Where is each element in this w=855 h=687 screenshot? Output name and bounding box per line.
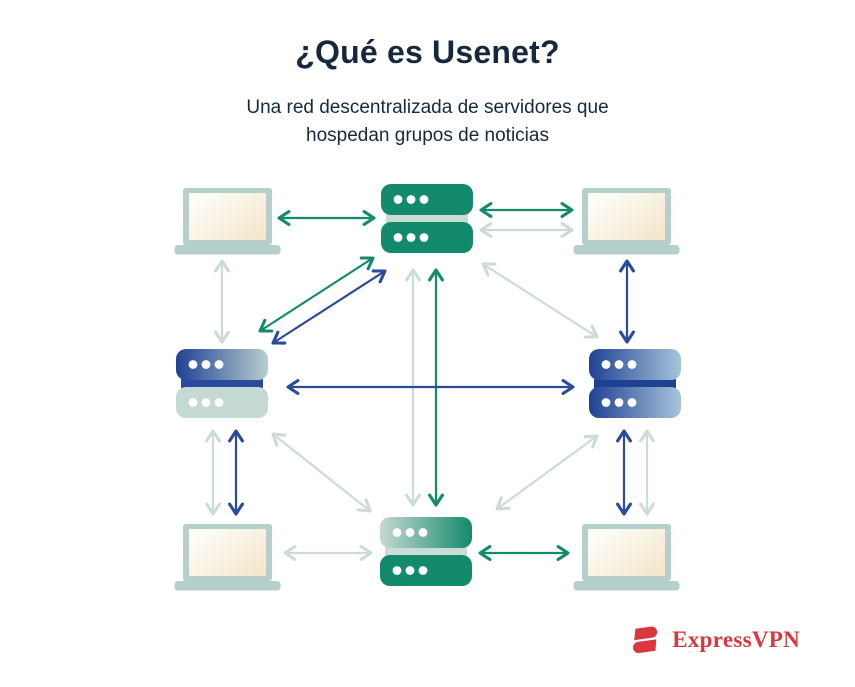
server-led-dot bbox=[214, 360, 224, 369]
server-led-dot bbox=[392, 528, 402, 537]
server-led-dot bbox=[188, 398, 198, 407]
server-bottom bbox=[380, 517, 472, 586]
server-led-dot bbox=[419, 195, 429, 204]
server-led-dot bbox=[214, 398, 224, 407]
server-divider bbox=[385, 546, 467, 557]
server-led-dot bbox=[405, 566, 415, 575]
server-led-dot bbox=[406, 233, 416, 242]
laptop-screen bbox=[189, 193, 266, 240]
server-led-dot bbox=[405, 528, 415, 537]
server-divider bbox=[594, 378, 676, 389]
laptop-screen bbox=[588, 529, 665, 576]
server-left bbox=[176, 349, 268, 418]
server-led-dot bbox=[201, 398, 211, 407]
laptop-screen bbox=[588, 193, 665, 240]
server-led-dot bbox=[188, 360, 198, 369]
server-led-dot bbox=[601, 360, 611, 369]
expressvpn-flag-icon bbox=[633, 626, 658, 654]
server-led-dot bbox=[627, 398, 637, 407]
arrow-server-left-server-top-green bbox=[258, 256, 375, 333]
laptop-top-right bbox=[573, 188, 680, 255]
arrow-server-left-server-top-blue bbox=[271, 269, 387, 345]
server-led-dot bbox=[393, 195, 403, 204]
laptop-top-left bbox=[174, 188, 281, 255]
server-top bbox=[381, 184, 473, 253]
server-led-dot bbox=[614, 398, 624, 407]
server-divider bbox=[386, 213, 468, 224]
arrow-server-left-server-bottom bbox=[271, 432, 372, 513]
laptop-base bbox=[573, 581, 680, 591]
server-led-dot bbox=[419, 233, 429, 242]
server-divider bbox=[181, 378, 263, 389]
laptop-screen bbox=[189, 529, 266, 576]
server-led-dot bbox=[418, 566, 428, 575]
laptop-base bbox=[573, 245, 680, 255]
page-title: ¿Qué es Usenet? bbox=[295, 34, 560, 70]
expressvpn-logo: ExpressVPN bbox=[627, 621, 800, 658]
server-led-dot bbox=[392, 566, 402, 575]
expressvpn-logo-text: ExpressVPN bbox=[672, 626, 800, 652]
server-led-dot bbox=[393, 233, 403, 242]
server-led-dot bbox=[406, 195, 416, 204]
arrow-server-top-server-right bbox=[481, 262, 599, 339]
page-subtitle: Una red descentralizada de servidores qu… bbox=[246, 97, 609, 146]
laptop-base bbox=[174, 245, 281, 255]
server-led-dot bbox=[601, 398, 611, 407]
server-led-dot bbox=[627, 360, 637, 369]
server-led-dot bbox=[201, 360, 211, 369]
server-right bbox=[589, 349, 681, 418]
arrow-server-bottom-server-right bbox=[495, 434, 599, 511]
server-led-dot bbox=[418, 528, 428, 537]
server-led-dot bbox=[614, 360, 624, 369]
laptop-base bbox=[174, 581, 281, 591]
laptop-bottom-left bbox=[174, 524, 281, 591]
laptop-bottom-right bbox=[573, 524, 680, 591]
